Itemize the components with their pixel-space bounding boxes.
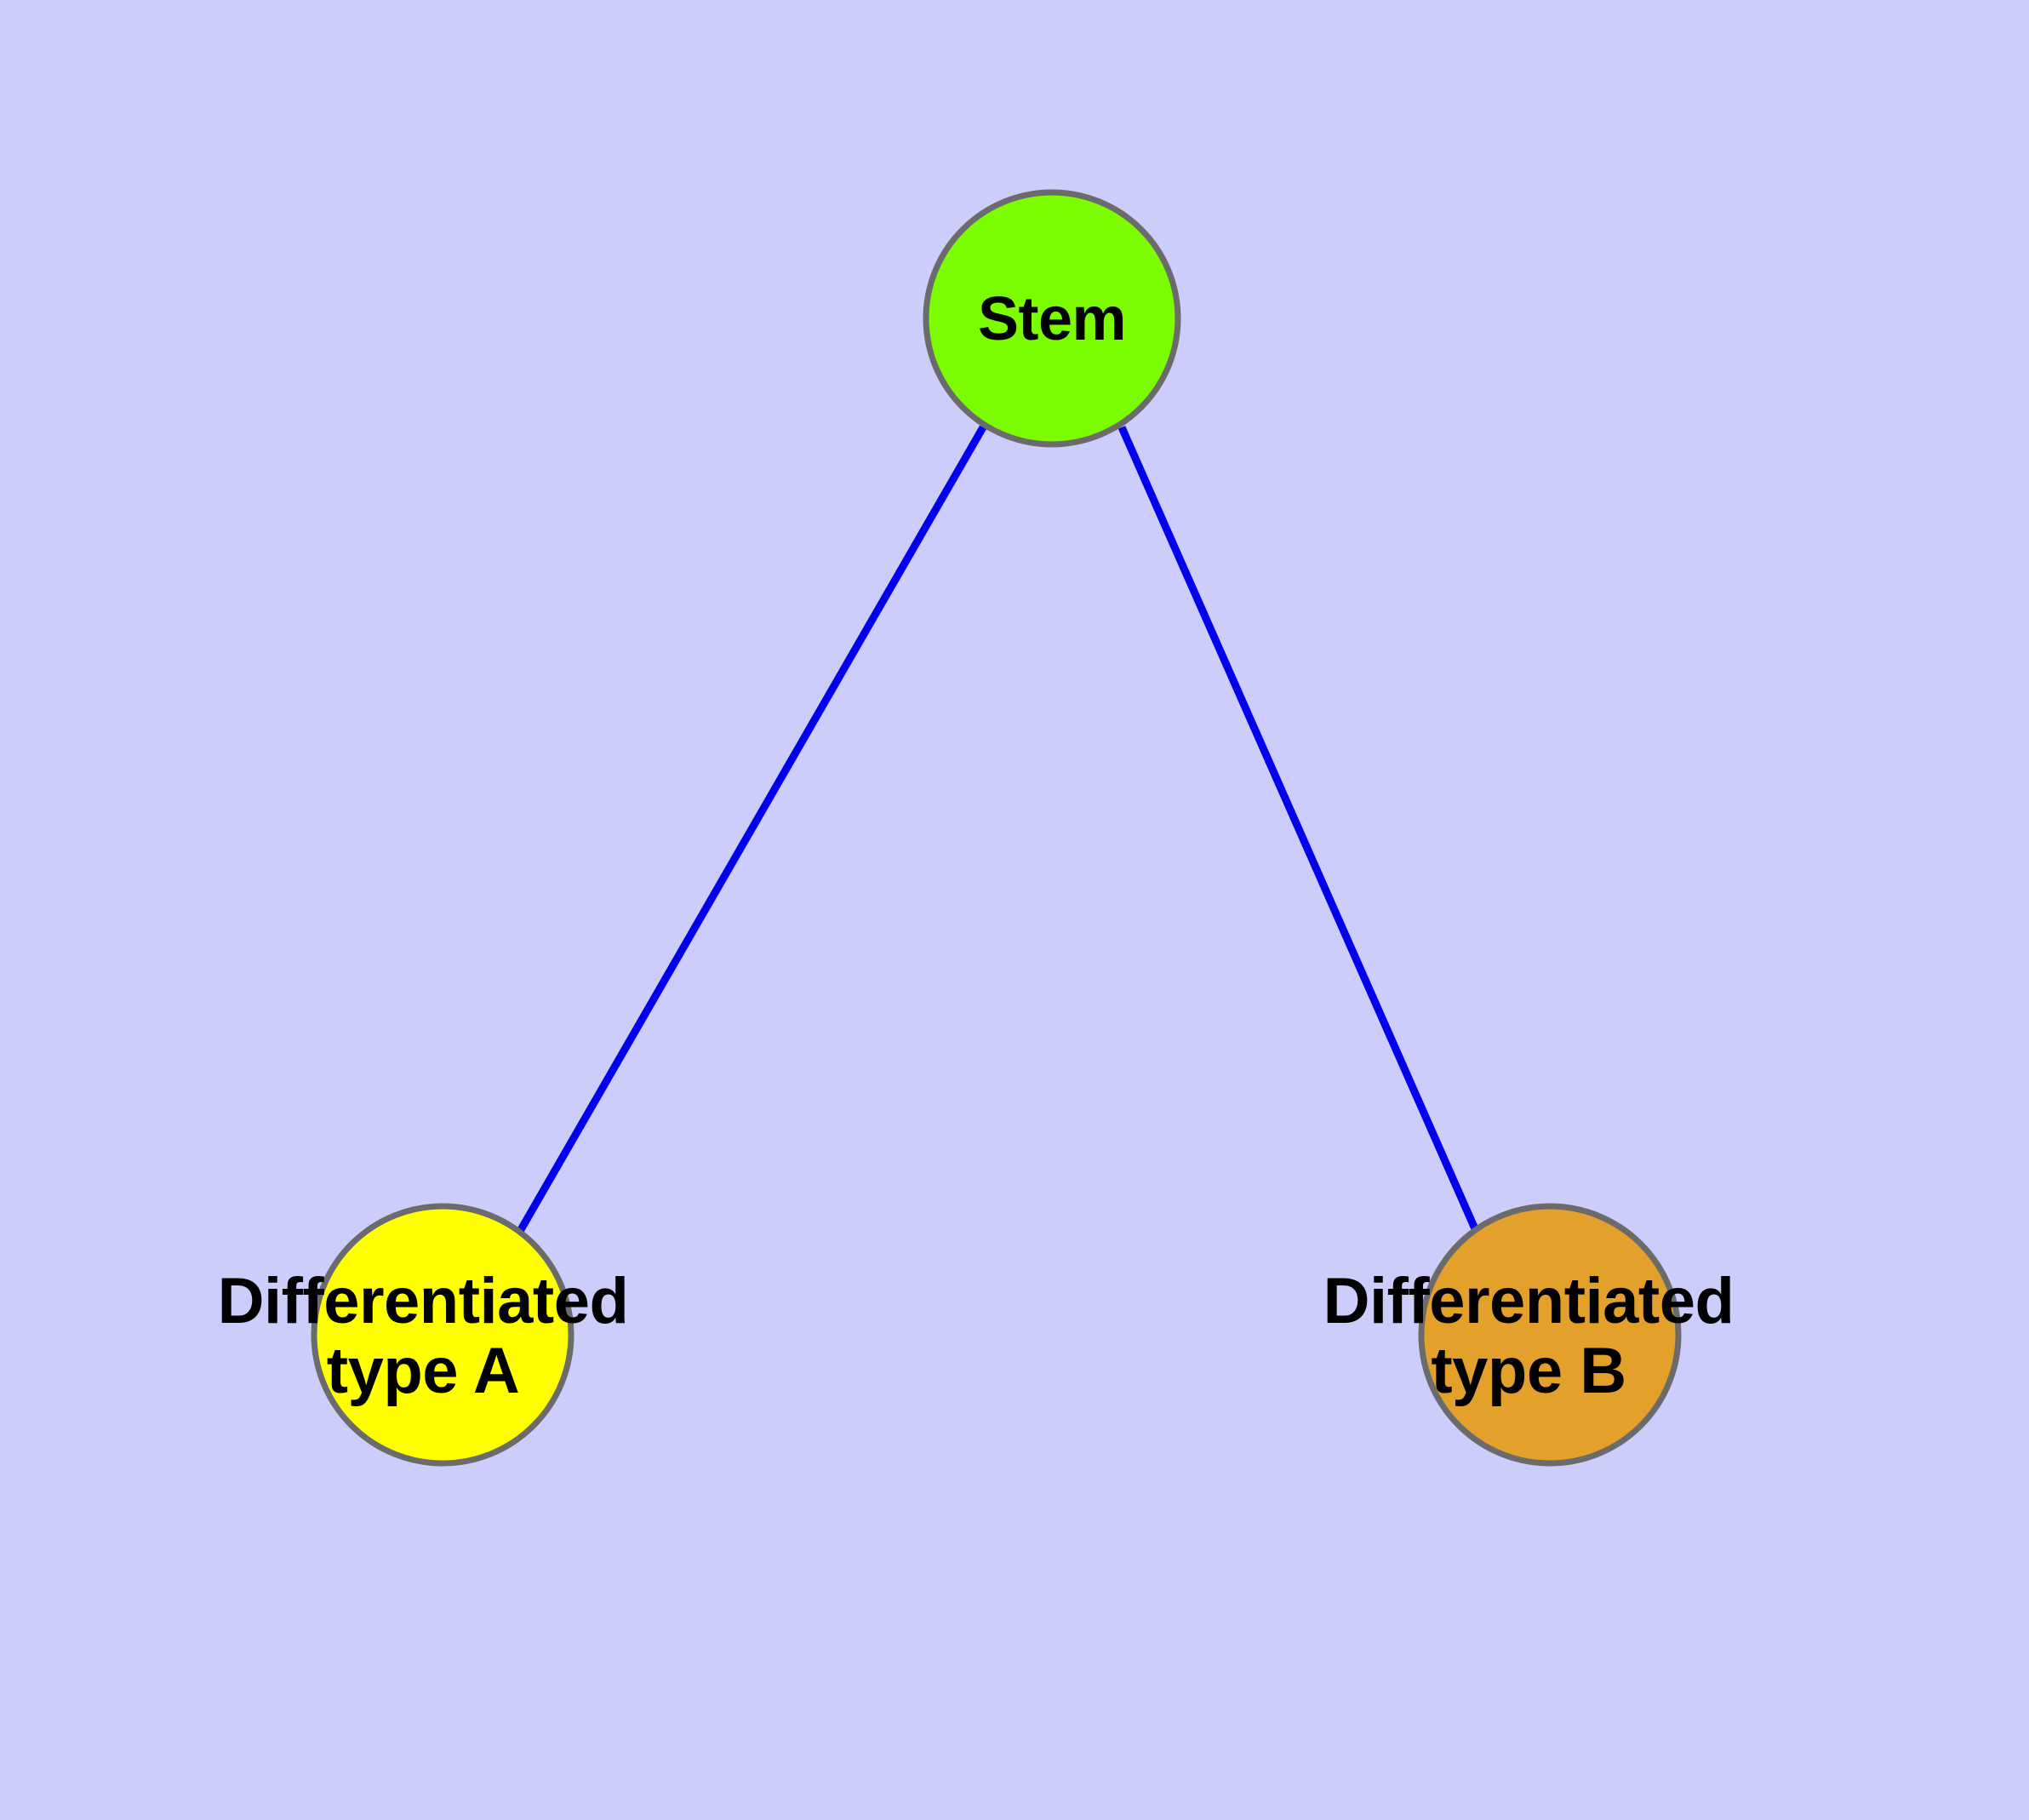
edge-stem-to-diff-b[interactable] xyxy=(1117,426,1481,1234)
node-layer xyxy=(311,189,1682,1467)
node-diff-a[interactable] xyxy=(311,1203,574,1467)
edge-layer xyxy=(516,425,1481,1235)
edge-stem-to-diff-a[interactable] xyxy=(516,425,986,1235)
node-stem[interactable] xyxy=(923,189,1181,448)
node-diff-b[interactable] xyxy=(1418,1203,1682,1467)
